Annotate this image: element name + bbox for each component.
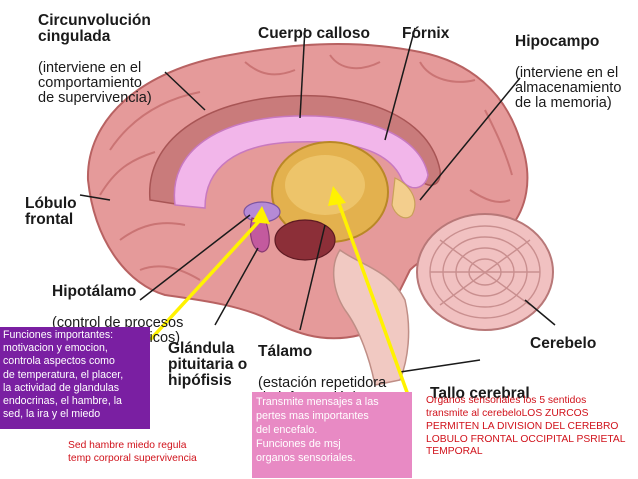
yellow-arrows <box>148 186 410 396</box>
label-circunvolucion-desc: (interviene en el comportamiento de supe… <box>38 60 152 106</box>
brain-stem <box>332 248 410 386</box>
label-hipocampo-title: Hipocampo <box>515 33 600 51</box>
label-tallo-cerebral: Tallo cerebral <box>430 370 530 418</box>
hippocampus <box>391 177 416 219</box>
label-fornix: Fórnix <box>402 10 449 58</box>
note-transmite: Transmite mensajes a las pertes mas impo… <box>252 392 412 478</box>
pointer-lines <box>79 27 556 373</box>
label-glandula: Glándula pituitaria o hipófisis <box>168 325 247 405</box>
label-talamo-title: Tálamo <box>258 343 313 361</box>
note-organos: Organos sensoriales los 5 sentidos trans… <box>426 395 626 458</box>
corpus-callosum <box>173 115 429 209</box>
label-hipocampo-desc: (interviene en el almacenamiento de la m… <box>515 65 622 111</box>
label-glandula-title: Glándula pituitaria o hipófisis <box>168 340 248 389</box>
label-tallo-cerebral-title: Tallo cerebral <box>430 385 530 403</box>
label-fornix-title: Fórnix <box>402 25 450 43</box>
label-circunvolucion: Circunvolución cingulada (interviene en … <box>38 0 152 122</box>
midbrain <box>274 219 336 261</box>
label-cerebelo-title: Cerebelo <box>530 335 597 353</box>
label-cerebelo: Cerebelo <box>530 320 596 368</box>
cortex-gyri <box>99 54 513 281</box>
note-sed: Sed hambre miedo regula temp corporal su… <box>68 440 197 464</box>
label-cuerpo-calloso-title: Cuerpo calloso <box>258 25 370 43</box>
label-lobulo-frontal-title: Lóbulo frontal <box>25 195 77 229</box>
label-lobulo-frontal: Lóbulo frontal <box>25 180 77 244</box>
label-hipotalamo-title: Hipotálamo <box>52 283 137 301</box>
label-hipocampo: Hipocampo (interviene en el almacenamien… <box>515 18 621 127</box>
cerebellum <box>416 213 554 331</box>
note-funciones: Funciones importantes: motivacion y emoc… <box>0 327 150 429</box>
label-circunvolucion-title: Circunvolución cingulada <box>38 12 151 46</box>
label-cuerpo-calloso: Cuerpo calloso <box>258 10 370 58</box>
